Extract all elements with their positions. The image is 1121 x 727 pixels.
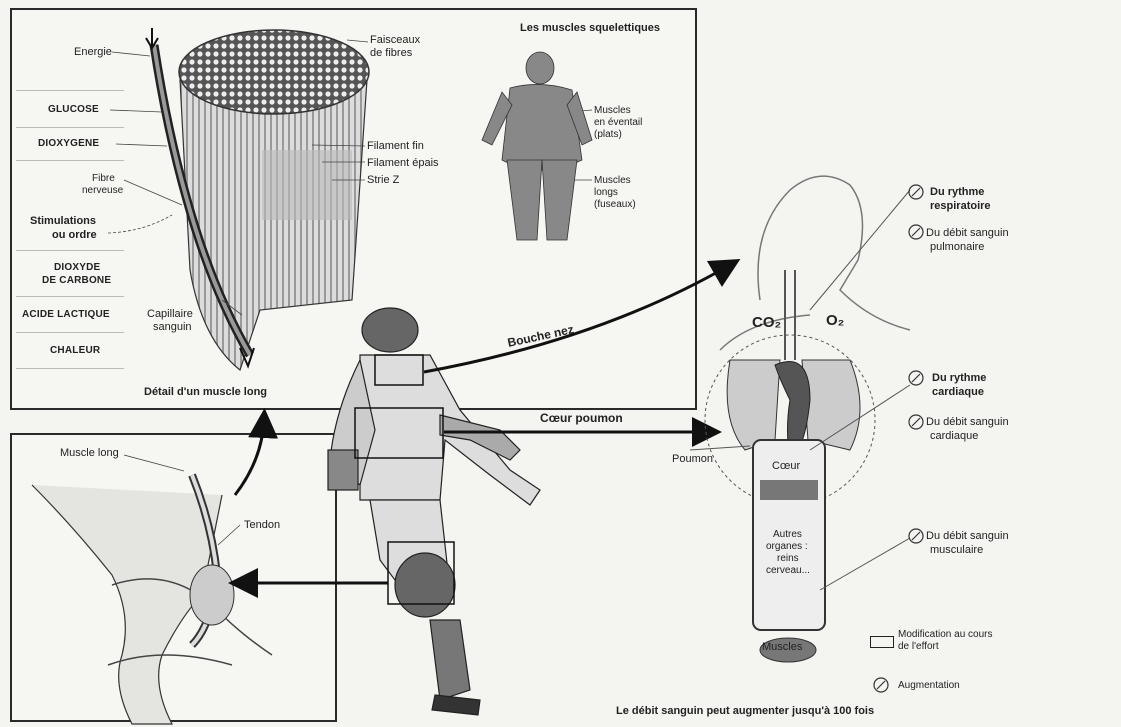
knee-drawing <box>12 435 339 724</box>
poumon-label: Poumon <box>672 453 713 466</box>
autres-label-4: cerveau... <box>766 564 810 577</box>
rythme-resp-label-2: respiratoire <box>930 200 991 213</box>
legend-modification-2: de l'effort <box>898 640 939 653</box>
debit-musc-label-2: musculaire <box>930 544 983 557</box>
o2-label: O₂ <box>826 314 844 327</box>
legend-augmentation-label: Augmentation <box>898 679 960 692</box>
muscles-label: Muscles <box>762 641 802 654</box>
knee-panel: Muscle long Tendon <box>10 433 337 722</box>
rythme-card-label-2: cardiaque <box>932 386 984 399</box>
debit-card-label-1: Du débit sanguin <box>926 416 1009 429</box>
rythme-card-label-1: Du rythme <box>932 372 986 385</box>
debit-pulm-label-1: Du débit sanguin <box>926 227 1009 240</box>
debit-musc-label-1: Du débit sanguin <box>926 530 1009 543</box>
coeur-poumon-label: Cœur poumon <box>540 412 623 425</box>
co2-label: CO₂ <box>752 316 781 329</box>
coeur-label: Cœur <box>772 460 800 473</box>
debit-card-label-2: cardiaque <box>930 430 978 443</box>
augmentation-icons <box>909 185 923 543</box>
legend-modification-box <box>870 636 894 648</box>
footer-caption: Le débit sanguin peut augmenter jusqu'à … <box>616 705 874 718</box>
legend-augmentation-icon <box>872 676 892 696</box>
rythme-resp-label-1: Du rythme <box>930 186 984 199</box>
circulation-drawing <box>690 150 1110 670</box>
debit-pulm-label-2: pulmonaire <box>930 241 984 254</box>
skater-figure <box>320 300 580 720</box>
